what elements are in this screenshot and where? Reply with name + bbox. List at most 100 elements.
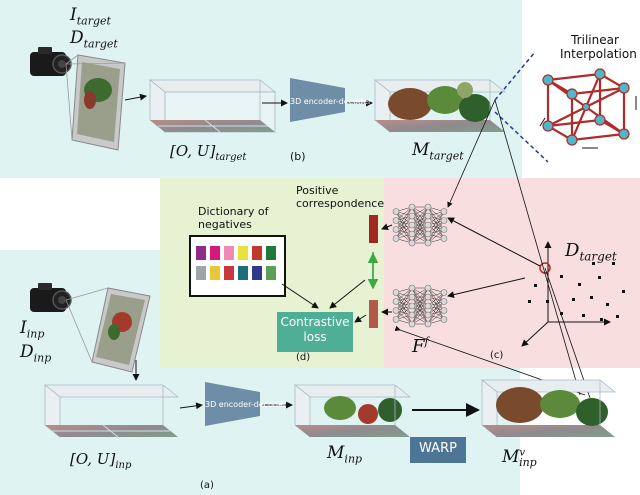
- network-node: [424, 221, 432, 229]
- output-volume-input: [293, 384, 412, 438]
- arrow-grid-to-encoder-input: [179, 402, 203, 410]
- network-node: [392, 226, 400, 233]
- network-node: [440, 316, 448, 323]
- grid-volume-target: [148, 79, 277, 133]
- dictionary-swatch: [224, 246, 234, 260]
- network-node: [408, 311, 416, 319]
- feature-network-top: [392, 203, 448, 247]
- point-cloud-point: [598, 276, 601, 279]
- trilinear-nodes: [542, 68, 630, 146]
- positive-feature-bar-top: [369, 215, 378, 243]
- input-image-label: Iinp: [20, 318, 45, 341]
- point-cloud-point: [582, 314, 585, 317]
- arrow-dictionary-to-loss: [281, 283, 319, 309]
- point-cloud-point: [578, 283, 581, 286]
- network-node: [392, 208, 400, 215]
- network-node: [408, 293, 416, 301]
- grid-volume-input: [43, 384, 180, 438]
- encoder-decoder-input: [205, 382, 260, 426]
- encoder-decoder-target: [290, 78, 345, 122]
- camera-icon-input: [30, 283, 72, 312]
- line-mtarget-to-net: [447, 99, 496, 208]
- network-node: [424, 203, 432, 211]
- network-node: [424, 239, 432, 247]
- network-node: [440, 208, 448, 215]
- positive-feature-bar-bottom: [369, 300, 378, 328]
- network-node: [408, 212, 416, 220]
- point-cloud-point: [612, 262, 615, 265]
- arrow-net-to-bar-top: [381, 223, 393, 231]
- dictionary-swatch: [196, 246, 206, 260]
- point-cloud-point: [606, 303, 609, 306]
- zoom-line-upper: [494, 51, 536, 101]
- arrow-image-to-grid-target: [124, 93, 147, 101]
- target-image-label: Itarget: [70, 5, 111, 28]
- point-cloud-axes: [521, 241, 611, 347]
- point-cloud-points: [528, 262, 625, 321]
- zoom-line-lower: [494, 111, 549, 163]
- network-node: [408, 203, 416, 211]
- dictionary-swatch: [266, 266, 276, 280]
- grid-label-target: [O, U]target: [170, 142, 247, 163]
- dictionary-swatch: [252, 246, 262, 260]
- dictionary-swatch: [238, 266, 248, 280]
- network-node: [408, 320, 416, 328]
- warp-box: [410, 437, 466, 463]
- network-node: [392, 307, 400, 314]
- network-node: [392, 298, 400, 305]
- network-node: [424, 320, 432, 328]
- encoder-label-target: 3D encoder-decoder: [290, 97, 372, 106]
- network-node: [408, 284, 416, 292]
- panel-tag-d: (d): [296, 352, 311, 363]
- trilinear-direction-arrows: [539, 96, 637, 149]
- line-point-to-warped: [544, 267, 591, 399]
- network-node: [440, 307, 448, 314]
- input-image-plane: [65, 287, 151, 373]
- point-cloud-point: [590, 296, 593, 299]
- network-node: [392, 217, 400, 224]
- output-volume-target: [373, 79, 507, 133]
- point-cloud-point: [572, 298, 575, 301]
- contrastive-loss-box: [277, 312, 353, 352]
- dictionary-swatch: [252, 266, 262, 280]
- network-node: [408, 230, 416, 238]
- dictionary-swatch: [196, 266, 206, 280]
- feature-network-label: Ff: [412, 335, 429, 357]
- feature-network-bottom: [392, 284, 448, 328]
- output-label-input: Minp: [327, 443, 363, 466]
- network-node: [424, 284, 432, 292]
- arrow-point-to-net-bottom: [447, 277, 526, 299]
- point-cloud-point: [600, 318, 603, 321]
- warped-output-volume: [480, 379, 617, 438]
- line-mtarget-to-warp: [494, 99, 581, 396]
- warp-label: WARP: [419, 441, 457, 456]
- network-node: [440, 298, 448, 305]
- panel-tag-b: (b): [290, 150, 306, 163]
- dictionary-swatch: [210, 266, 220, 280]
- dictionary-swatch: [210, 246, 220, 260]
- dictionary-swatches: [196, 246, 276, 280]
- point-cloud-point: [534, 284, 537, 287]
- target-image-plane: [65, 54, 126, 151]
- network-node: [408, 302, 416, 310]
- network-node: [440, 217, 448, 224]
- dictionary-swatch: [224, 266, 234, 280]
- arrow-point-to-net-top: [447, 217, 541, 267]
- point-cloud-point: [560, 275, 563, 278]
- network-node: [424, 230, 432, 238]
- point-cloud-label: Dtarget: [565, 240, 617, 264]
- dictionary-swatch: [266, 246, 276, 260]
- encoder-label-input: 3D encoder-decoder: [205, 400, 287, 409]
- network-node: [440, 226, 448, 233]
- warped-output-label: Mvinp: [502, 447, 537, 470]
- point-cloud-point: [546, 300, 549, 303]
- grid-label-input: [O, U]inp: [70, 450, 132, 471]
- point-cloud-point: [560, 312, 563, 315]
- network-node: [392, 289, 400, 296]
- camera-icon-target: [30, 47, 72, 76]
- network-node: [392, 316, 400, 323]
